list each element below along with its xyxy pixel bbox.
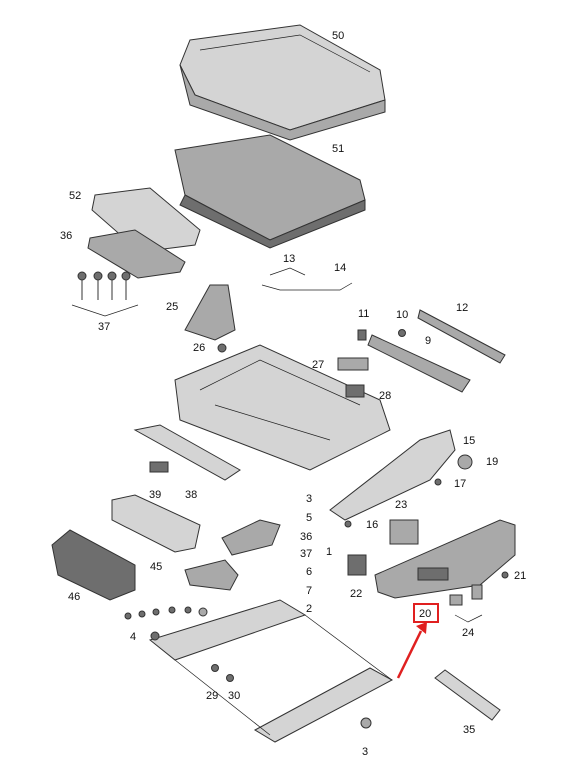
part-15-side-frame[interactable] (329, 429, 456, 521)
part-16-screw[interactable] (344, 520, 352, 528)
callout-2: 2 (306, 603, 312, 615)
part-24-caps[interactable] (449, 584, 483, 623)
part-36-mat[interactable] (87, 229, 186, 279)
part-5-motor[interactable] (221, 519, 281, 556)
callout-36: 36 (60, 230, 72, 242)
callout-20[interactable]: 20 (419, 608, 431, 620)
part-4-bolt[interactable] (150, 631, 160, 641)
callout-17: 17 (454, 478, 466, 490)
callout-3b: 3 (362, 746, 368, 758)
callout-10: 10 (396, 309, 408, 321)
part-27-module[interactable] (337, 357, 369, 371)
callout-50: 50 (332, 30, 344, 42)
part-39-part[interactable] (149, 461, 169, 473)
part-30-fastener[interactable] (226, 674, 234, 682)
part-20-side-panel[interactable] (374, 519, 516, 599)
part-52-pad[interactable] (91, 187, 201, 253)
part-26-clip[interactable] (217, 343, 227, 353)
callout-13: 13 (283, 253, 295, 265)
highlight-box (413, 603, 439, 623)
part-23-module[interactable] (389, 519, 419, 545)
callout-26: 26 (193, 342, 205, 354)
callout-24: 24 (462, 627, 474, 639)
part-17-clip[interactable] (434, 478, 442, 486)
callout-45: 45 (150, 561, 162, 573)
callout-37: 37 (98, 321, 110, 333)
part-screws-row[interactable] (124, 606, 208, 620)
part-2-rail-base[interactable] (148, 599, 394, 743)
part-11-connector[interactable] (357, 329, 367, 341)
callout-4: 4 (130, 631, 136, 643)
part-22-connector[interactable] (347, 554, 367, 576)
callout-35: 35 (463, 724, 475, 736)
callout-52: 52 (69, 190, 81, 202)
callout-16: 16 (366, 519, 378, 531)
part-50-cushion-cover[interactable] (179, 24, 386, 141)
part-37-screws-top[interactable] (71, 271, 139, 317)
callout-21: 21 (514, 570, 526, 582)
callout-3: 3 (306, 493, 312, 505)
callout-27: 27 (312, 359, 324, 371)
seat-frame[interactable] (174, 344, 391, 471)
part-13-14-harness[interactable] (261, 267, 353, 291)
callout-11: 11 (358, 308, 369, 320)
callout-14: 14 (334, 262, 346, 274)
part-29-fastener[interactable] (211, 664, 219, 672)
callout-25: 25 (166, 301, 178, 313)
callout-1: 1 (326, 546, 332, 558)
callout-29: 29 (206, 690, 218, 702)
part-38-trim[interactable] (133, 424, 241, 481)
callout-15: 15 (463, 435, 475, 447)
part-28-switch[interactable] (345, 384, 365, 398)
callout-28: 28 (379, 390, 391, 402)
callout-37b: 37 (300, 548, 312, 560)
part-19-knob[interactable] (457, 454, 473, 470)
callout-46: 46 (68, 591, 80, 603)
callout-23: 23 (395, 499, 407, 511)
part-35-grease-tube[interactable] (434, 669, 501, 721)
part-25-bracket[interactable] (184, 284, 236, 341)
part-10-screw[interactable] (398, 329, 406, 337)
part-3-pin[interactable] (360, 717, 372, 729)
red-arrow-icon (396, 622, 427, 679)
part-12-rail[interactable] (417, 309, 506, 364)
part-9-adjuster[interactable] (367, 334, 471, 393)
part-45-bracket[interactable] (111, 494, 201, 553)
callout-12: 12 (456, 302, 468, 314)
callout-39: 39 (149, 489, 161, 501)
callout-30: 30 (228, 690, 240, 702)
callout-7: 7 (306, 585, 312, 597)
part-6-motor[interactable] (184, 559, 239, 591)
callout-19: 19 (486, 456, 498, 468)
part-21-screw[interactable] (501, 571, 509, 579)
callout-51: 51 (332, 143, 344, 155)
callout-9: 9 (425, 335, 431, 347)
callout-5: 5 (306, 512, 312, 524)
callout-36b: 36 (300, 531, 312, 543)
part-46-cover[interactable] (51, 529, 136, 601)
callout-38: 38 (185, 489, 197, 501)
callout-22: 22 (350, 588, 362, 600)
part-51-foam-pad[interactable] (174, 134, 366, 249)
callout-6: 6 (306, 566, 312, 578)
